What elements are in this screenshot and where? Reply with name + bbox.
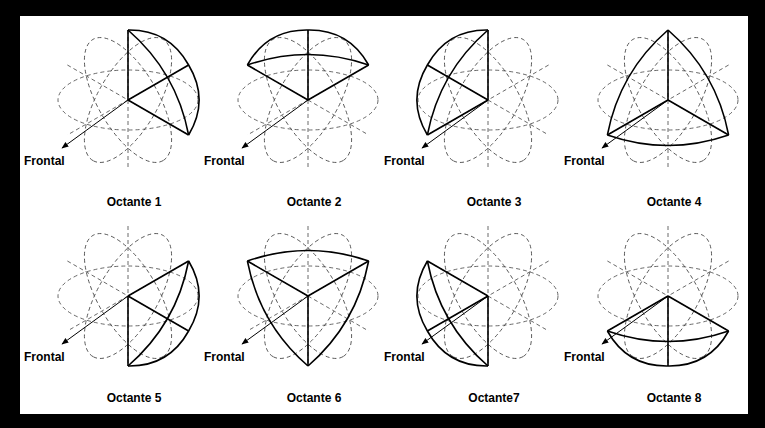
octant-edge: [308, 261, 369, 296]
octant-edge: [128, 100, 189, 135]
octant-arc: [247, 261, 308, 366]
frontal-arrow: [422, 296, 488, 344]
octant-caption: Octante 3: [467, 195, 522, 209]
octant-edge: [127, 30, 129, 100]
octant-arc: [668, 30, 729, 135]
octant-edge: [667, 30, 669, 100]
octant-arc: [128, 331, 189, 366]
octant-arc: [128, 261, 189, 366]
frontal-arrow: [602, 296, 668, 344]
octant-arc: [427, 30, 488, 135]
octant-figure: [598, 220, 738, 371]
panel-ground: [20, 16, 748, 414]
octant-arc: [607, 30, 668, 135]
octant-edge: [427, 261, 488, 296]
octant-arc: [607, 135, 728, 146]
octant-caption: Octante 8: [647, 391, 702, 405]
octant-figure: [58, 220, 199, 371]
axis-label: Frontal: [384, 350, 425, 364]
octant-caption: Octante 2: [287, 195, 342, 209]
octant-figure: [598, 24, 738, 175]
octant-edge: [307, 296, 309, 366]
octant-arc: [668, 331, 729, 366]
octant-edge: [307, 30, 309, 100]
frontal-arrow: [242, 100, 308, 148]
frontal-arrow: [602, 100, 668, 148]
frontal-arrow: [62, 100, 128, 148]
octant-edge: [128, 65, 189, 100]
octant-caption: Octante 1: [107, 195, 162, 209]
octant-arc: [427, 30, 488, 65]
axis-label: Frontal: [24, 154, 65, 168]
octant-edge: [668, 100, 729, 135]
axis-label: Frontal: [384, 154, 425, 168]
octant-arc: [247, 30, 308, 65]
octant-edge: [127, 296, 129, 366]
octant-arc: [607, 331, 728, 342]
octant-arc: [417, 65, 428, 135]
octant-edge: [128, 261, 189, 296]
octant-arc: [189, 261, 200, 331]
octant-edge: [427, 100, 488, 135]
octant-edge: [487, 30, 489, 100]
frontal-arrow: [242, 296, 308, 344]
octant-edge: [427, 296, 488, 331]
octant-edge: [247, 261, 308, 296]
octant-caption: Octante 6: [287, 391, 342, 405]
octant-edge: [607, 296, 668, 331]
octant-edge: [487, 296, 489, 366]
octant-arc: [427, 331, 488, 366]
octant-edge: [247, 65, 308, 100]
octant-arc: [189, 65, 200, 135]
octant-edge: [668, 296, 729, 331]
octant-edge: [607, 100, 668, 135]
axis-label: Frontal: [564, 350, 605, 364]
axis-label: Frontal: [24, 350, 65, 364]
octant-arc: [417, 261, 428, 331]
octant-caption: Octante7: [468, 391, 519, 405]
octant-figure: [58, 24, 199, 175]
octant-edge: [427, 65, 488, 100]
octant-arc: [128, 30, 189, 65]
octant-figure: [417, 220, 558, 371]
axis-label: Frontal: [204, 350, 245, 364]
frontal-arrow: [62, 296, 128, 344]
octant-arc: [308, 30, 369, 65]
octant-figure: [417, 24, 558, 175]
octant-arc: [128, 30, 189, 135]
octant-edge: [128, 296, 189, 331]
frontal-arrow: [422, 100, 488, 148]
octant-figure: [238, 24, 378, 175]
octant-arc: [247, 251, 368, 262]
octant-arc: [427, 261, 488, 366]
octant-caption: Octante 4: [647, 195, 702, 209]
octant-arc: [607, 331, 668, 366]
octant-arc: [247, 55, 368, 66]
octant-arc: [308, 261, 369, 366]
octant-edge: [308, 65, 369, 100]
axis-label: Frontal: [204, 154, 245, 168]
octant-caption: Octante 5: [107, 391, 162, 405]
octant-figure: [238, 220, 378, 371]
octant-edge: [667, 296, 669, 366]
axis-label: Frontal: [564, 154, 605, 168]
